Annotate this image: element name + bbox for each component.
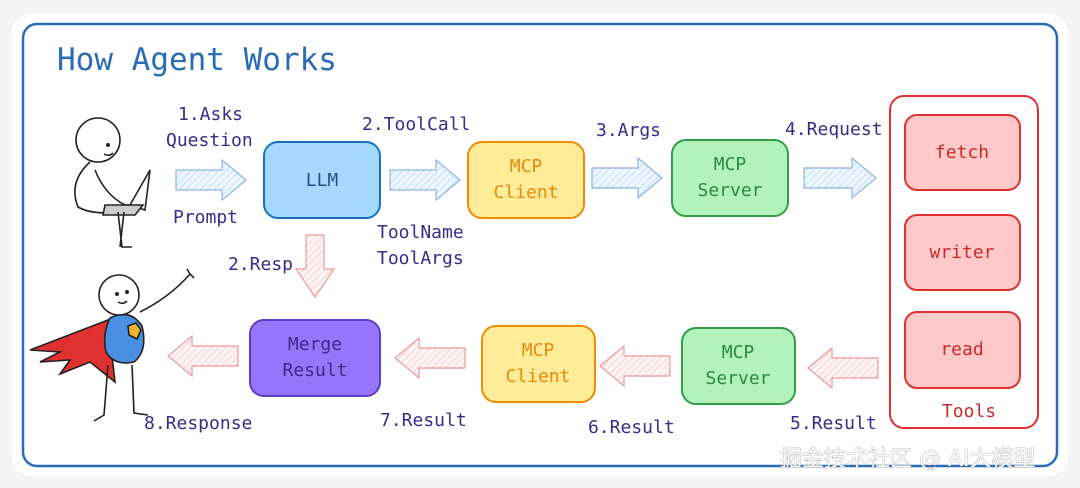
mcp-server-bottom-label-2: Server (705, 368, 770, 389)
arrow-toolcall (389, 158, 461, 202)
arrow-response (167, 334, 239, 378)
user-figure-icon (74, 117, 151, 248)
label-response-8: 8.Response (144, 413, 252, 434)
mcp-client-bottom-label-2: Client (505, 366, 570, 387)
arrow-result-5 (807, 346, 879, 390)
mcp-server-top-node: MCP Server (671, 139, 789, 217)
mcp-client-bottom-label-1: MCP (522, 340, 555, 361)
mcp-server-top-label-1: MCP (714, 154, 747, 175)
label-result-5: 5.Result (790, 413, 877, 434)
merge-result-label-1: Merge (288, 334, 342, 355)
label-args: 3.Args (596, 120, 661, 141)
arrow-resp-down (294, 234, 336, 299)
arrow-result-7 (394, 336, 466, 380)
label-toolname: ToolName (377, 222, 464, 243)
label-result-7: 7.Result (380, 410, 467, 431)
diagram-title: How Agent Works (57, 42, 337, 78)
label-toolargs: ToolArgs (377, 248, 464, 269)
label-question: Question (166, 130, 253, 151)
label-result-6: 6.Result (588, 417, 675, 438)
tools-group: fetch writer read Tools (889, 95, 1039, 429)
arrow-result-6 (599, 344, 671, 388)
mcp-client-top-label-2: Client (493, 182, 558, 203)
llm-label: LLM (306, 170, 339, 191)
label-resp: 2.Resp (228, 254, 293, 275)
label-prompt: Prompt (173, 207, 238, 228)
tool-writer (904, 214, 1021, 291)
tool-fetch (904, 114, 1021, 191)
diagram-frame (21, 22, 1059, 468)
arrow-prompt (175, 158, 247, 202)
tools-label: Tools (942, 401, 996, 422)
mcp-server-bottom-label-1: MCP (722, 342, 755, 363)
mcp-client-bottom-node: MCP Client (481, 325, 596, 403)
superhero-figure-icon (29, 268, 195, 422)
llm-node: LLM (263, 141, 381, 219)
label-asks: 1.Asks (178, 104, 243, 125)
merge-result-node: Merge Result (249, 319, 381, 397)
tool-read-label: read (940, 339, 983, 360)
label-toolcall: 2.ToolCall (362, 114, 470, 135)
merge-result-label-2: Result (282, 360, 347, 381)
tool-read (904, 311, 1021, 389)
mcp-server-top-label-2: Server (697, 180, 762, 201)
mcp-client-top-node: MCP Client (467, 141, 585, 219)
tool-fetch-label: fetch (935, 142, 989, 163)
tool-writer-label: writer (929, 242, 994, 263)
mcp-client-top-label-1: MCP (510, 156, 543, 177)
arrow-request (803, 156, 877, 200)
watermark: 掘金技术社区 @ AI大模型 (780, 447, 1036, 472)
label-request: 4.Request (785, 119, 883, 140)
arrow-args (591, 156, 663, 200)
mcp-server-bottom-node: MCP Server (681, 327, 796, 405)
